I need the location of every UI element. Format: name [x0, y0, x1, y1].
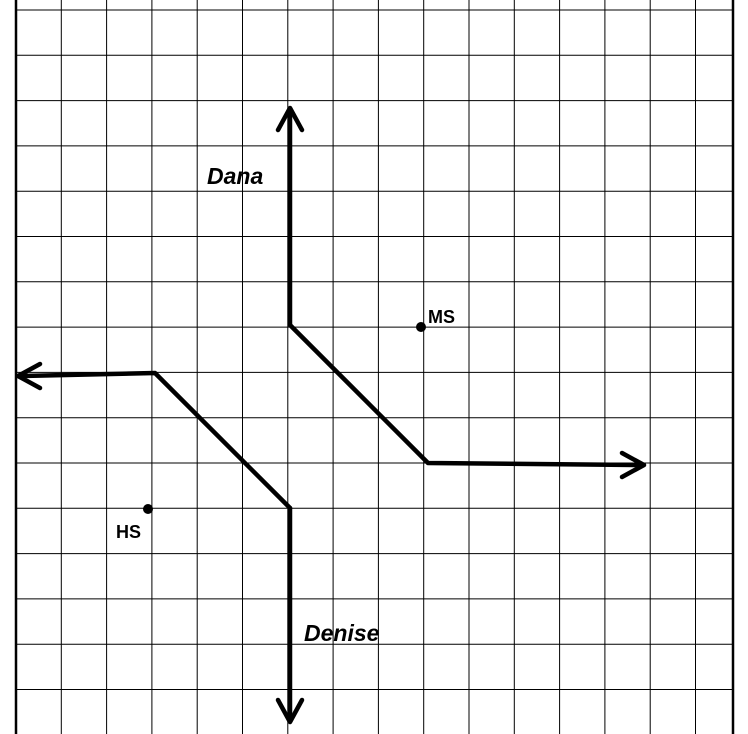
denise-diagonal-segment [19, 370, 293, 511]
dana-diagonal-segment [287, 322, 643, 468]
denise-path [15, 361, 305, 725]
hs-label: HS [116, 522, 141, 542]
denise-left-arrowhead [15, 361, 43, 391]
denise-label: Denise [304, 620, 380, 646]
hs-point [143, 504, 153, 514]
dana-up-arrowhead [275, 105, 305, 133]
dana-label: Dana [207, 163, 263, 189]
ms-label: MS [428, 307, 455, 327]
ms-point [416, 322, 426, 332]
grid-frame [14, 0, 735, 734]
denise-down-arrowhead [275, 697, 305, 725]
dana-right-arrowhead [619, 450, 647, 480]
dana-path [275, 105, 647, 480]
